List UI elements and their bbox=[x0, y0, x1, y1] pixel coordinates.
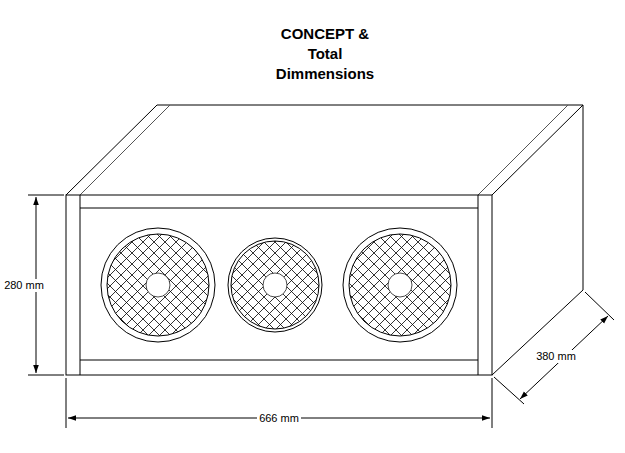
dimension-label: 380 mm bbox=[534, 350, 578, 363]
dimension-label: 280 mm bbox=[2, 279, 46, 292]
drawing-title: CONCEPT & Total Dimmensions bbox=[265, 24, 385, 84]
dimension-label: 666 mm bbox=[257, 412, 301, 425]
